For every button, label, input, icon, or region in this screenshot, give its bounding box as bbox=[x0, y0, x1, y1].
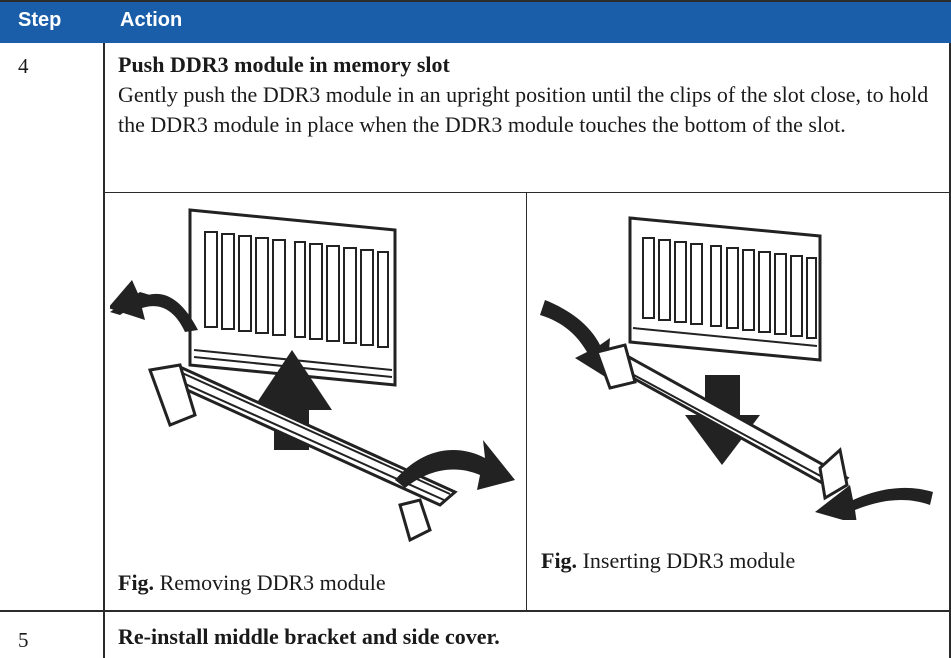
curved-arrow-right-insert bbox=[815, 485, 933, 520]
border-row4-split bbox=[103, 192, 951, 193]
ddr3-module-removal bbox=[188, 208, 397, 387]
ddr3-insertion-illustration bbox=[540, 216, 933, 520]
border-top bbox=[0, 0, 951, 2]
border-figure-divider bbox=[526, 192, 527, 610]
ddr3-removal-illustration bbox=[110, 208, 515, 543]
step-4-content: Push DDR3 module in memory slot Gently p… bbox=[118, 50, 938, 140]
step-5-title: Re-install middle bracket and side cover… bbox=[118, 624, 500, 649]
ddr3-module-insertion bbox=[628, 216, 822, 362]
border-row5-top bbox=[0, 610, 951, 612]
curved-arrow-left bbox=[110, 280, 198, 332]
border-col-divider bbox=[103, 43, 105, 658]
curved-arrow-right bbox=[395, 440, 515, 490]
border-right bbox=[949, 43, 951, 658]
step-number-5: 5 bbox=[18, 628, 29, 652]
up-arrow bbox=[252, 350, 332, 450]
figure-caption-inserting: Fig. Inserting DDR3 module bbox=[541, 548, 796, 573]
step-4-title: Push DDR3 module in memory slot bbox=[118, 52, 450, 77]
memory-slot-insert bbox=[595, 343, 850, 501]
header-step: Step bbox=[18, 9, 62, 31]
header-action: Action bbox=[120, 9, 183, 31]
step-number-4: 4 bbox=[18, 54, 29, 78]
figure-caption-removing: Fig. Removing DDR3 module bbox=[118, 570, 386, 595]
table-header: Step Action bbox=[0, 0, 951, 43]
curved-arrow-left-insert bbox=[540, 300, 610, 378]
step-4-body: Gently push the DDR3 module in an uprigh… bbox=[118, 82, 929, 137]
